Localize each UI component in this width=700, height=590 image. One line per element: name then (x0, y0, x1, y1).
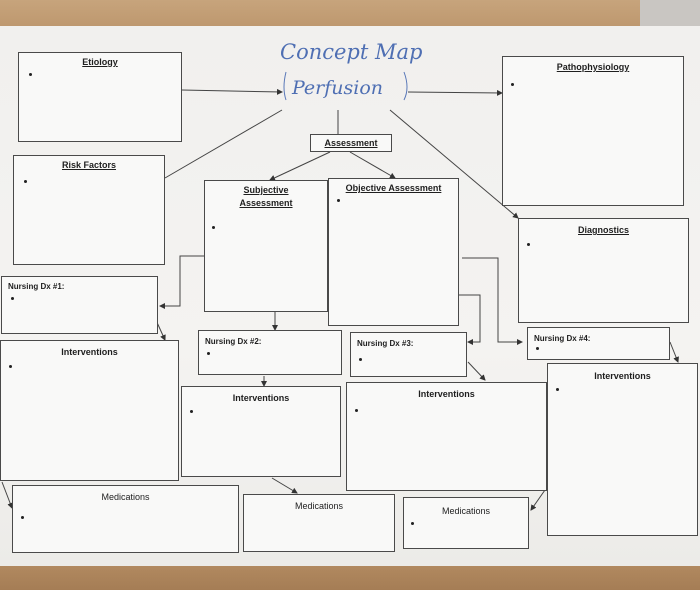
nursing-dx-3-label: Nursing Dx #3: (357, 339, 414, 348)
subjective-label-line2: Assessment (239, 198, 293, 208)
nursing-dx-3-box[interactable]: Nursing Dx #3: (350, 332, 467, 377)
subjective-label-line1: Subjective (243, 185, 289, 195)
bullet (527, 243, 530, 246)
bullet (11, 297, 14, 300)
interventions-4-box[interactable]: Interventions (547, 363, 698, 536)
bullet (190, 410, 193, 413)
bullet (21, 516, 24, 519)
medications-3-box[interactable]: Medications (403, 497, 529, 549)
etiology-label: Etiology (82, 57, 118, 67)
bullet (24, 180, 27, 183)
dx4-connector (462, 257, 523, 345)
bullet (556, 388, 559, 391)
bullet (207, 352, 210, 355)
topic-bracket-right (403, 71, 408, 101)
risk-factors-box[interactable]: Risk Factors (13, 155, 165, 265)
nursing-dx-4-box[interactable]: Nursing Dx #4: (527, 327, 670, 360)
medications-2-box[interactable]: Medications (243, 494, 395, 552)
risk-factors-line (164, 109, 283, 179)
pathophysiology-label: Pathophysiology (556, 62, 630, 72)
subjective-assessment-box[interactable]: Subjective Assessment (204, 180, 328, 312)
interventions-2-box[interactable]: Interventions (181, 386, 341, 477)
dx4-interventions-arrow (669, 341, 679, 363)
nursing-dx-2-box[interactable]: Nursing Dx #2: (198, 330, 342, 375)
etiology-box[interactable]: Etiology (18, 52, 182, 142)
bullet (29, 73, 32, 76)
nursing-dx-1-label: Nursing Dx #1: (8, 282, 65, 291)
interventions-3-label: Interventions (418, 389, 475, 399)
bullet (355, 409, 358, 412)
risk-factors-label: Risk Factors (61, 160, 117, 170)
bullet (337, 199, 340, 202)
pathophysiology-box[interactable]: Pathophysiology (502, 56, 684, 206)
concept-map-title: Concept Map (280, 40, 423, 64)
subjective-arrow (269, 151, 331, 181)
bullet (536, 347, 539, 350)
nursing-dx-4-label: Nursing Dx #4: (534, 334, 591, 343)
medications-3-label: Medications (441, 506, 491, 516)
interventions-1-label: Interventions (61, 347, 118, 357)
medications-1-box[interactable]: Medications (12, 485, 239, 553)
dx3-interventions-arrow (467, 361, 486, 381)
nursing-dx-2-label: Nursing Dx #2: (205, 337, 262, 346)
bullet (411, 522, 414, 525)
bullet (359, 358, 362, 361)
diagnostics-arrow (389, 109, 519, 219)
meds2-arrow (271, 477, 298, 494)
meds3-arrow (530, 489, 546, 511)
etiology-arrow (181, 88, 283, 95)
meds1-arrow (1, 481, 14, 509)
dx3-connector (458, 294, 481, 345)
topic-perfusion: Perfusion (292, 77, 384, 99)
bullet (212, 226, 215, 229)
assessment-box[interactable]: Assessment (310, 134, 392, 152)
pathophysiology-arrow (407, 89, 503, 96)
bullet (9, 365, 12, 368)
nursing-dx-1-box[interactable]: Nursing Dx #1: (1, 276, 158, 334)
interventions-4-label: Interventions (594, 371, 651, 381)
medications-1-label: Medications (101, 492, 150, 502)
assessment-label: Assessment (324, 138, 378, 148)
dx1-connector (159, 255, 204, 309)
interventions-1-box[interactable]: Interventions (0, 340, 179, 481)
topic-bracket-left (283, 71, 287, 101)
interventions-2-label: Interventions (232, 393, 290, 403)
objective-label: Objective Assessment (345, 183, 442, 193)
interventions-3-box[interactable]: Interventions (346, 382, 547, 491)
diagnostics-label: Diagnostics (577, 225, 629, 235)
diagnostics-box[interactable]: Diagnostics (518, 218, 689, 323)
objective-arrow (349, 151, 396, 179)
medications-2-label: Medications (294, 501, 344, 511)
bullet (511, 83, 514, 86)
objective-assessment-box[interactable]: Objective Assessment (328, 178, 459, 326)
